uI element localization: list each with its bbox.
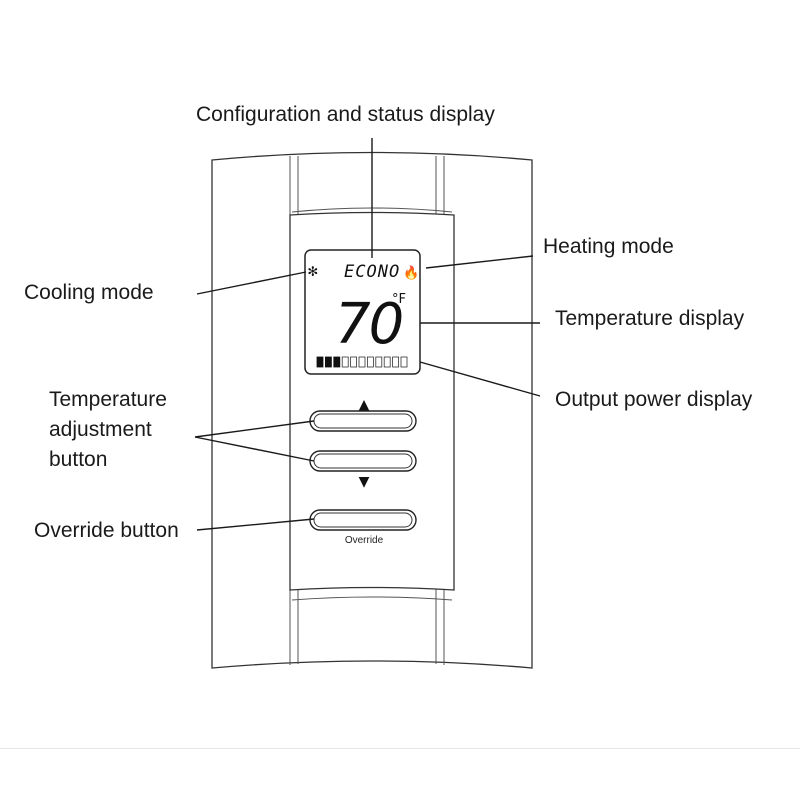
label-temp-adjust-line3: button [49, 448, 107, 471]
power-segment [341, 356, 349, 368]
override-button[interactable] [309, 509, 417, 531]
power-segment [383, 356, 391, 368]
power-segment [358, 356, 366, 368]
power-segment [350, 356, 358, 368]
callout-labels: Configuration and status display Heating… [24, 103, 753, 542]
power-segment [375, 356, 383, 368]
lcd-screen: ✻ ECONO 🔥 70 °F [304, 249, 421, 375]
power-segment [316, 356, 324, 368]
lcd-temperature: 70 [335, 292, 402, 357]
power-segment [366, 356, 374, 368]
power-segment [392, 356, 400, 368]
label-output-power: Output power display [555, 388, 753, 411]
footer-divider [0, 748, 800, 749]
output-power-bar [316, 356, 408, 368]
up-arrow-icon: ▲ [359, 397, 370, 413]
controls: ▲ ▼ Override [309, 397, 417, 546]
override-label: Override [345, 535, 384, 546]
label-heating-mode: Heating mode [543, 235, 674, 258]
thermostat-body [211, 151, 533, 669]
lcd-status-text: ECONO [344, 262, 400, 282]
label-override-button: Override button [34, 519, 179, 542]
label-temp-adjust-line2: adjustment [49, 418, 152, 441]
power-segment [400, 356, 408, 368]
label-cooling-mode: Cooling mode [24, 281, 154, 304]
flame-icon: 🔥 [403, 265, 419, 281]
label-temp-adjust-line1: Temperature [49, 388, 167, 411]
temperature-up-button[interactable] [309, 410, 417, 432]
label-temperature-display: Temperature display [555, 307, 745, 330]
leader-lines [194, 138, 541, 531]
snowflake-icon: ✻ [308, 261, 318, 280]
power-segment [333, 356, 341, 368]
power-segment [324, 356, 332, 368]
label-config-status: Configuration and status display [196, 103, 495, 126]
down-arrow-icon: ▼ [359, 474, 370, 490]
temperature-down-button[interactable] [309, 450, 417, 472]
lcd-unit: °F [392, 292, 406, 307]
